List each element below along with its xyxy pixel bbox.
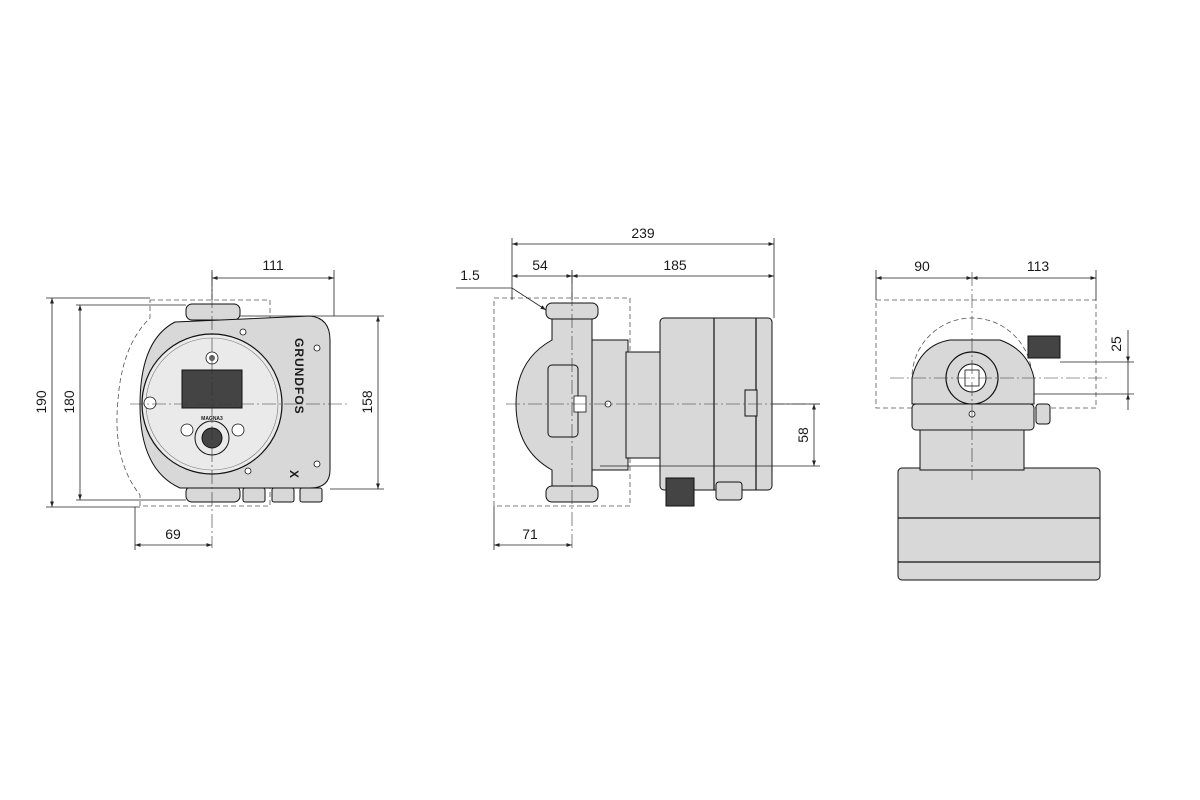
x-mark-icon: X [287,470,301,479]
dim-239: 239 [631,225,655,241]
dim-111: 111 [262,257,283,273]
side-view: 239 54 185 1.5 58 71 [456,225,820,550]
wifi-button-icon [231,423,245,437]
dim-58: 58 [795,427,811,443]
dim-113: 113 [1027,258,1050,274]
top-view: 90 113 25 [875,258,1134,581]
top-control-box [897,467,1101,581]
home-button-icon [180,423,194,437]
product-label: MAGNA3 [201,416,223,422]
dim-158: 158 [359,390,375,414]
dim-185: 185 [663,257,687,273]
connector-plug-icon [1027,335,1061,359]
dim-25: 25 [1108,336,1124,352]
dim-190: 190 [33,390,49,414]
dim-71: 71 [522,526,538,542]
front-view: MAGNA3 GRUNDFOS X 111 [33,257,384,550]
dim-1-5: 1.5 [460,267,480,283]
dim-54: 54 [532,257,548,273]
dim-69: 69 [165,526,181,542]
dim-90: 90 [914,258,930,274]
brand-logo: GRUNDFOS [292,338,306,415]
dim-180: 180 [61,390,77,414]
inlet-flange [185,303,241,321]
